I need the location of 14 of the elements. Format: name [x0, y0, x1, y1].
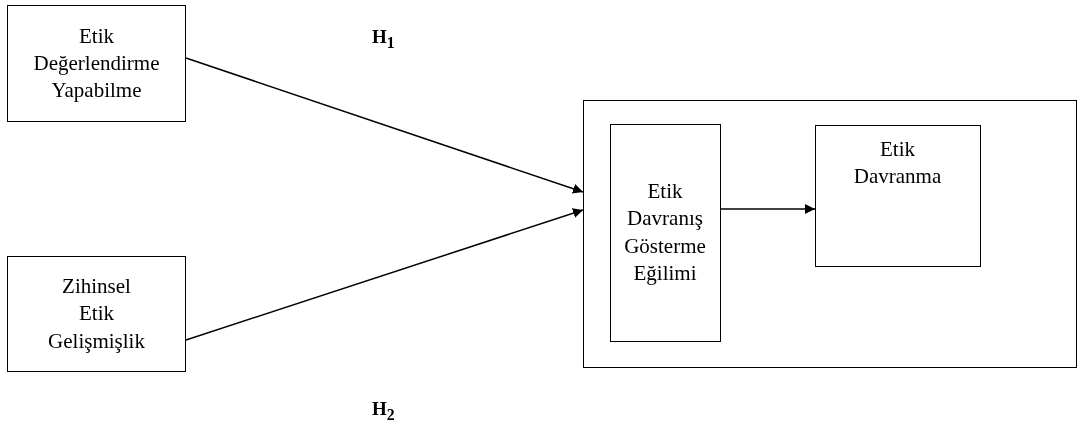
concept-box	[814, 124, 981, 267]
concept-box	[609, 123, 721, 342]
concept-box	[7, 5, 186, 122]
box-label: Etik Davranma	[852, 135, 943, 190]
arrow	[185, 57, 584, 194]
concept-box	[7, 256, 186, 372]
box-label: Zihinsel Etik Gelişmişlik	[48, 273, 145, 355]
arrow	[720, 204, 816, 214]
hypothesis-label: H$_{2}$	[372, 398, 395, 424]
box-label: Etik Değerlendirme Yapabilme	[33, 22, 160, 105]
box-label: Etik Davranış Gösterme Eğilimi	[623, 177, 707, 287]
hypothesis-label: H$_{1}$	[372, 26, 395, 52]
box-frame	[583, 100, 1077, 368]
arrow	[185, 208, 584, 341]
